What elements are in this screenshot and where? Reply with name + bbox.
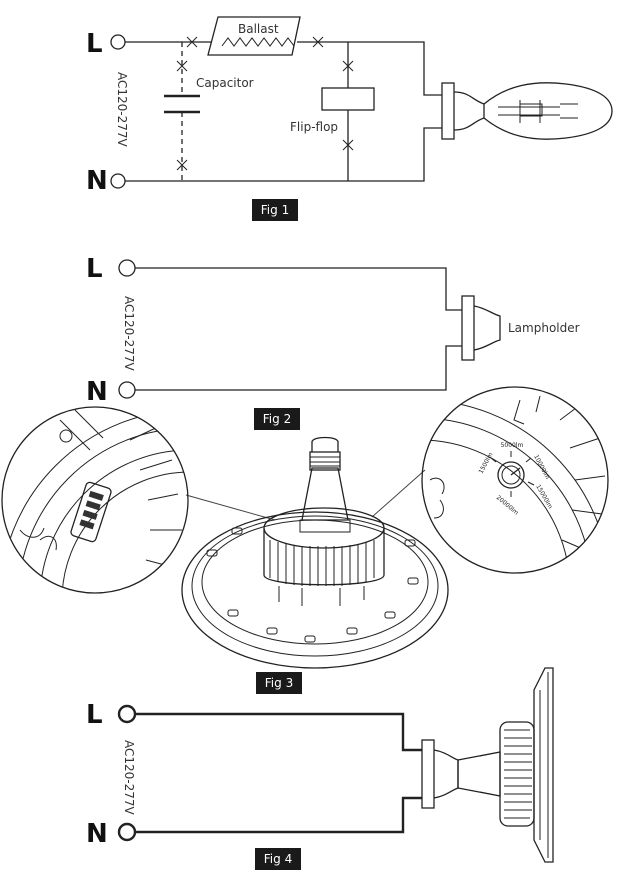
fig4-terminal-l: L	[86, 700, 103, 730]
fig2-caption: Fig 2	[263, 412, 291, 426]
fig2-voltage-label: AC120-277V	[122, 296, 136, 372]
fig4-voltage-label: AC120-277V	[122, 740, 136, 816]
fig4-terminal-n: N	[86, 819, 108, 849]
dial-label: 20000lm	[495, 494, 520, 517]
fig2-terminal-l: L	[86, 254, 103, 284]
fig4-caption: Fig 4	[264, 852, 292, 866]
fig2-caption-box	[254, 408, 300, 430]
fig4-l-terminal-icon	[117, 704, 137, 724]
fig1-n-wire	[125, 127, 442, 182]
led-retrofit-lamp-icon	[421, 667, 554, 863]
fig1-n-terminal-icon	[110, 173, 126, 189]
fig4-l-wire	[135, 712, 422, 752]
flipflop-icon	[321, 87, 375, 111]
ballast-coil-icon	[221, 37, 295, 47]
fig3-caption: Fig 3	[265, 676, 293, 690]
left-zoom-detail	[1, 406, 189, 594]
fig1-diagram: L N AC120-277V Capacitor Ballast Flip-fl…	[86, 16, 613, 221]
zoom-leader-lines	[185, 469, 426, 521]
fig1-voltage-label: AC120-277V	[115, 72, 129, 148]
dimmer-switch-icon	[70, 481, 112, 543]
fig2-n-wire	[135, 345, 462, 391]
lumen-dial-icon: 5000lm 1500lm 10000lm 15000lm 20000lm	[478, 442, 554, 517]
hid-lamp-icon	[441, 82, 613, 140]
capacitor-label: Capacitor	[196, 76, 254, 90]
fig2-terminal-n: N	[86, 377, 108, 407]
fig1-l-wire	[125, 41, 442, 96]
dial-label: 5000lm	[501, 442, 524, 449]
lampholder-icon	[461, 295, 501, 361]
fig3-caption-box	[256, 672, 302, 694]
fig1-caption: Fig 1	[261, 203, 289, 217]
fig1-caption-box	[252, 199, 298, 221]
cut-mark-icons	[176, 36, 354, 171]
fig4-diagram: L N AC120-277V Fig 4	[86, 667, 554, 870]
fig2-l-terminal-icon	[118, 259, 136, 277]
fig1-terminal-l: L	[86, 29, 103, 59]
fig2-diagram: L N AC120-277V Lampholder Fig 2	[86, 254, 580, 430]
fig2-l-wire	[135, 267, 462, 311]
fig1-terminal-n: N	[86, 166, 108, 196]
ballast-icon	[207, 16, 301, 56]
high-bay-fixture-icon	[181, 436, 449, 669]
fig4-n-terminal-icon	[117, 822, 137, 842]
fig4-n-wire	[135, 796, 422, 834]
flipflop-label: Flip-flop	[290, 120, 338, 134]
fig1-l-terminal-icon	[110, 34, 126, 50]
ballast-label: Ballast	[238, 22, 279, 36]
dial-label: 1500lm	[478, 451, 495, 475]
fig2-n-terminal-icon	[118, 381, 136, 399]
dial-label: 10000lm	[532, 454, 551, 481]
lampholder-label: Lampholder	[508, 321, 580, 335]
fig4-caption-box	[255, 848, 301, 870]
